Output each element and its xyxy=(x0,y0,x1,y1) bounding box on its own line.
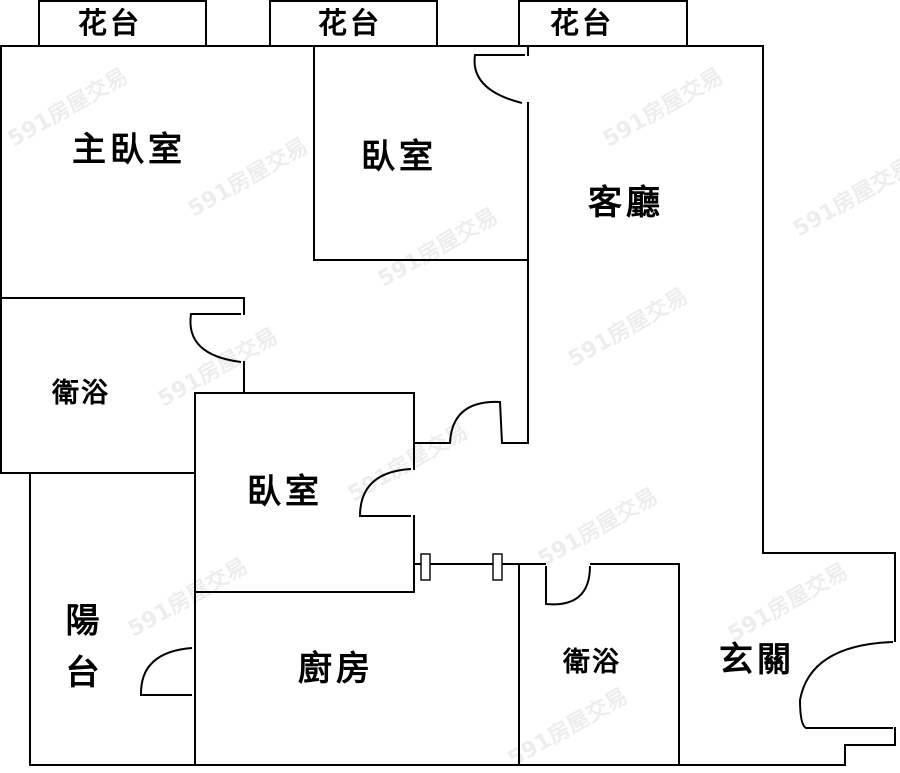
sliding-door-markers xyxy=(420,553,503,581)
interior-walls xyxy=(0,45,680,766)
room-label-kitchen: 廚房 xyxy=(298,649,374,689)
room-label-bathroom-right: 衛浴 xyxy=(563,647,621,678)
room-label-bedroom-top: 臥室 xyxy=(361,137,437,177)
exterior-walls xyxy=(0,45,896,766)
room-label-living-room: 客廳 xyxy=(588,183,664,223)
room-label-bathroom-left: 衛浴 xyxy=(52,378,110,409)
room-label-bedroom-middle: 臥室 xyxy=(247,472,323,512)
room-label-master-bedroom: 主臥室 xyxy=(72,130,186,170)
door-swings xyxy=(139,54,894,729)
room-label-entrance: 玄關 xyxy=(719,640,795,680)
planter-label: 花台 xyxy=(550,6,615,40)
planter-label: 花台 xyxy=(78,6,143,40)
room-label-balcony: 陽台 xyxy=(59,602,99,706)
planter-label: 花台 xyxy=(318,6,383,40)
